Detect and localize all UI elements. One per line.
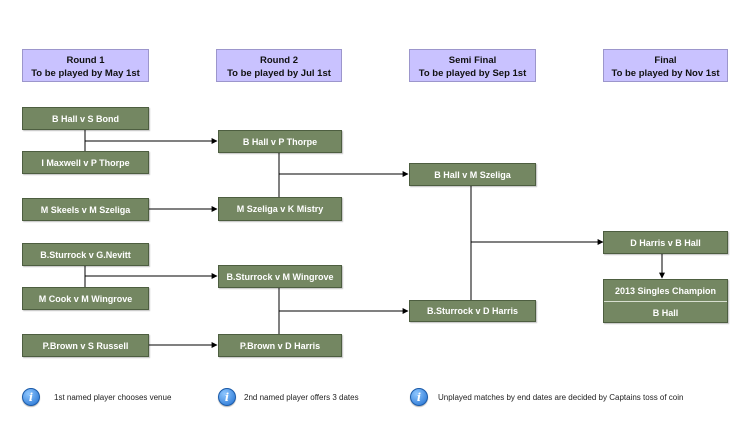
semi-final-match-1: B Hall v M Szeliga — [409, 163, 536, 186]
round2-match-1: B Hall v P Thorpe — [218, 130, 342, 153]
header-final-title: Final — [654, 55, 677, 66]
note-venue: i 1st named player chooses venue — [22, 388, 171, 406]
header-round-1-title: Round 1 — [66, 55, 105, 66]
round1-match-1: B Hall v S Bond — [22, 107, 149, 130]
semi-final-match-2: B.Sturrock v D Harris — [409, 300, 536, 322]
header-round-2: Round 2 To be played by Jul 1st — [216, 49, 342, 82]
champion-name: B Hall — [652, 307, 679, 318]
note-dates: i 2nd named player offers 3 dates — [218, 388, 359, 406]
header-round-2-deadline: To be played by Jul 1st — [227, 68, 331, 79]
header-semi-final: Semi Final To be played by Sep 1st — [409, 49, 536, 82]
info-icon: i — [410, 388, 428, 406]
header-final-deadline: To be played by Nov 1st — [611, 68, 720, 79]
note-dates-text: 2nd named player offers 3 dates — [244, 392, 359, 402]
round1-match-5: M Cook v M Wingrove — [22, 287, 149, 310]
round2-match-3: B.Sturrock v M Wingrove — [218, 265, 342, 288]
champion-title: 2013 Singles Champion — [614, 285, 717, 296]
round1-match-2: I Maxwell v P Thorpe — [22, 151, 149, 174]
info-icon: i — [22, 388, 40, 406]
header-final: Final To be played by Nov 1st — [603, 49, 728, 82]
round2-match-4: P.Brown v D Harris — [218, 334, 342, 357]
note-unplayed: i Unplayed matches by end dates are deci… — [410, 388, 683, 406]
champion-divider — [604, 301, 727, 302]
round1-match-4: B.Sturrock v G.Nevitt — [22, 243, 149, 266]
round1-match-3: M Skeels v M Szeliga — [22, 198, 149, 221]
final-match: D Harris v B Hall — [603, 231, 728, 254]
round2-match-2: M Szeliga v K Mistry — [218, 197, 342, 221]
champion-box: 2013 Singles Champion B Hall — [603, 279, 728, 323]
header-round-1: Round 1 To be played by May 1st — [22, 49, 149, 82]
header-round-2-title: Round 2 — [260, 55, 298, 66]
note-unplayed-text: Unplayed matches by end dates are decide… — [438, 392, 684, 402]
header-semi-final-title: Semi Final — [448, 55, 497, 66]
round1-match-6: P.Brown v S Russell — [22, 334, 149, 357]
header-semi-final-deadline: To be played by Sep 1st — [418, 68, 527, 79]
note-venue-text: 1st named player chooses venue — [54, 392, 172, 402]
info-icon: i — [218, 388, 236, 406]
header-round-1-deadline: To be played by May 1st — [31, 68, 140, 79]
